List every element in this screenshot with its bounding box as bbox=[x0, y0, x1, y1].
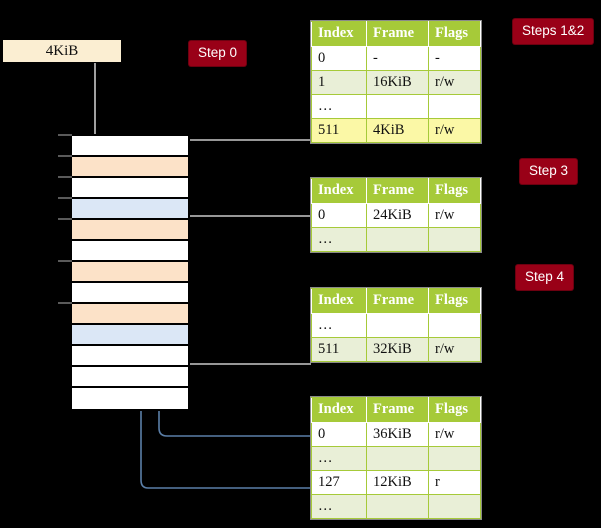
cell-index: 511 bbox=[311, 337, 367, 362]
cell-flags: r/w bbox=[428, 118, 481, 143]
table-row[interactable]: 0-- bbox=[311, 46, 481, 71]
memory-row bbox=[72, 199, 188, 220]
column-header-index: Index bbox=[311, 288, 367, 314]
cell-frame bbox=[366, 227, 429, 252]
cell-flags: r/w bbox=[428, 70, 481, 95]
column-header-frame: Frame bbox=[366, 397, 429, 423]
table-row[interactable]: … bbox=[311, 94, 481, 119]
cell-flags: r/w bbox=[428, 203, 481, 228]
cell-index: 127 bbox=[311, 470, 367, 495]
memory-row-tick bbox=[58, 155, 72, 157]
table-row[interactable]: … bbox=[311, 313, 481, 338]
cell-index: 511 bbox=[311, 118, 367, 143]
cell-flags: r bbox=[428, 470, 481, 495]
cell-frame: 12KiB bbox=[366, 470, 429, 495]
cell-index: 0 bbox=[311, 46, 367, 71]
memory-row bbox=[72, 367, 188, 388]
memory-row bbox=[72, 346, 188, 367]
memory-row-tick bbox=[58, 134, 72, 136]
cell-flags bbox=[428, 446, 481, 471]
memory-row-tick bbox=[58, 176, 72, 178]
memory-row bbox=[72, 241, 188, 262]
cell-frame: - bbox=[366, 46, 429, 71]
cell-frame: 24KiB bbox=[366, 203, 429, 228]
memory-row bbox=[72, 220, 188, 241]
column-header-index: Index bbox=[311, 178, 367, 204]
column-header-index: Index bbox=[311, 21, 367, 47]
memory-row-tick bbox=[58, 302, 72, 304]
column-header-flags: Flags bbox=[428, 397, 481, 423]
cell-index: … bbox=[311, 494, 367, 519]
column-header-frame: Frame bbox=[366, 288, 429, 314]
cell-index: … bbox=[311, 227, 367, 252]
memory-row bbox=[72, 325, 188, 346]
cell-frame bbox=[366, 446, 429, 471]
physical-memory-column bbox=[70, 134, 190, 411]
cell-index: 0 bbox=[311, 203, 367, 228]
cell-frame bbox=[366, 94, 429, 119]
step-badge-step-0: Step 0 bbox=[189, 41, 247, 66]
step-badge-step-4: Step 4 bbox=[516, 265, 574, 290]
cell-frame bbox=[366, 313, 429, 338]
cell-flags bbox=[428, 94, 481, 119]
cell-index: … bbox=[311, 94, 367, 119]
cell-flags: r/w bbox=[428, 422, 481, 447]
table-row[interactable]: … bbox=[311, 494, 481, 519]
cell-index: … bbox=[311, 313, 367, 338]
memory-row bbox=[72, 136, 188, 157]
step-badge-step-3: Step 3 bbox=[520, 159, 578, 184]
cell-frame: 4KiB bbox=[366, 118, 429, 143]
cell-flags: - bbox=[428, 46, 481, 71]
cell-index: 1 bbox=[311, 70, 367, 95]
memory-row bbox=[72, 157, 188, 178]
cell-flags bbox=[428, 313, 481, 338]
memory-row bbox=[72, 304, 188, 325]
cell-index: 0 bbox=[311, 422, 367, 447]
memory-row bbox=[72, 283, 188, 304]
page-box-4kib: 4KiB bbox=[2, 39, 122, 63]
cell-frame: 16KiB bbox=[366, 70, 429, 95]
memory-row bbox=[72, 388, 188, 409]
step-badge-steps-1-2: Steps 1&2 bbox=[513, 19, 594, 44]
column-header-flags: Flags bbox=[428, 178, 481, 204]
table-row[interactable]: … bbox=[311, 227, 481, 252]
cell-frame: 32KiB bbox=[366, 337, 429, 362]
column-header-frame: Frame bbox=[366, 178, 429, 204]
memory-row-tick bbox=[58, 197, 72, 199]
memory-row bbox=[72, 178, 188, 199]
column-header-index: Index bbox=[311, 397, 367, 423]
table-row[interactable]: … bbox=[311, 446, 481, 471]
memory-row-tick bbox=[58, 260, 72, 262]
cell-index: … bbox=[311, 446, 367, 471]
cell-frame: 36KiB bbox=[366, 422, 429, 447]
column-header-frame: Frame bbox=[366, 21, 429, 47]
column-header-flags: Flags bbox=[428, 288, 481, 314]
cell-flags: r/w bbox=[428, 337, 481, 362]
column-header-flags: Flags bbox=[428, 21, 481, 47]
cell-flags bbox=[428, 227, 481, 252]
cell-frame bbox=[366, 494, 429, 519]
memory-row-tick bbox=[58, 218, 72, 220]
cell-flags bbox=[428, 494, 481, 519]
memory-row bbox=[72, 262, 188, 283]
page-box-label: 4KiB bbox=[45, 43, 79, 59]
